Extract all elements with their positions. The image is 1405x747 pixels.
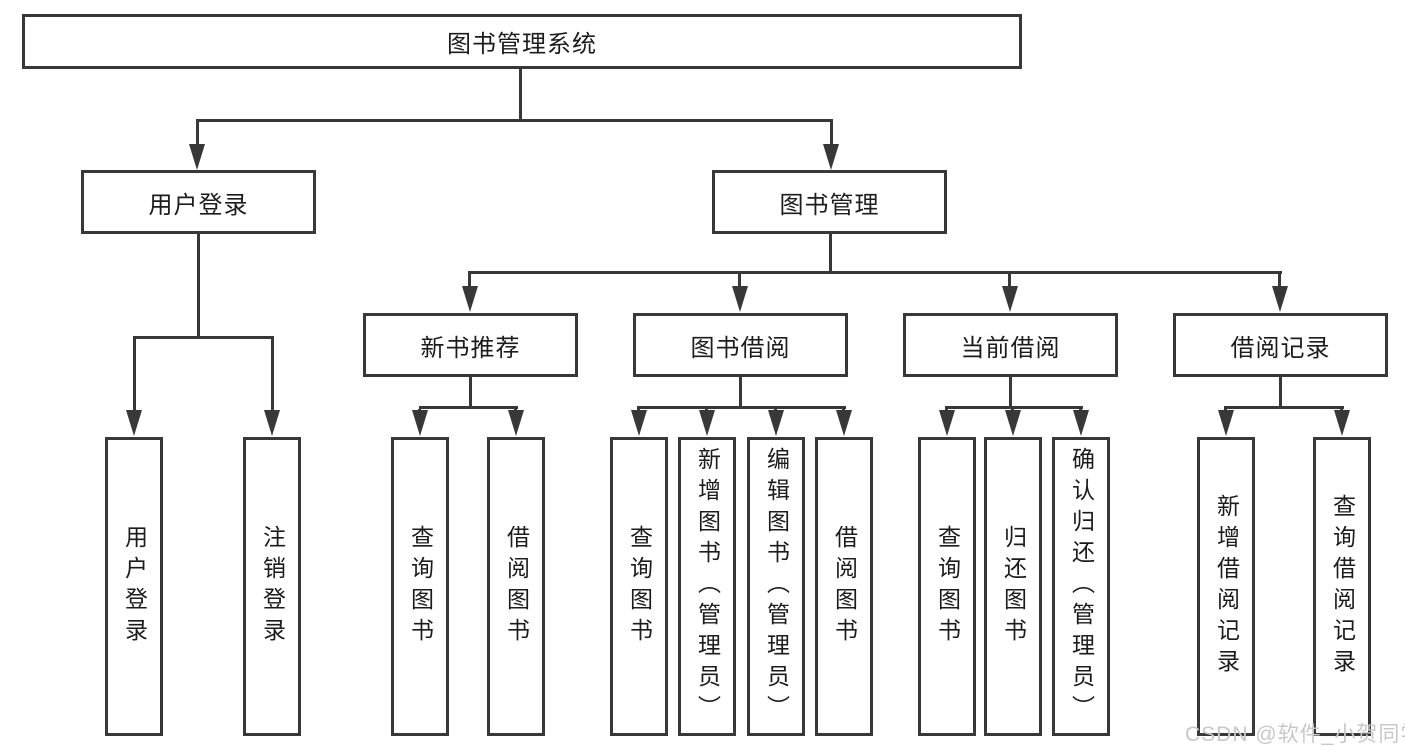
node-new-book-recommend: 新书推荐 xyxy=(363,313,578,377)
connector-line xyxy=(1008,274,1011,288)
connector-line xyxy=(1009,377,1012,407)
leaf-query-books-borrow: 查询图书 xyxy=(610,437,668,736)
leaf-query-borrow-record: 查询借阅记录 xyxy=(1313,437,1371,736)
connector-line xyxy=(738,274,741,288)
watermark: CSDN @软件_小贺同学 xyxy=(1185,723,1405,746)
connector-line xyxy=(829,234,832,272)
leaf-add-borrow-record: 新增借阅记录 xyxy=(1197,437,1255,736)
leaf-user-login: 用户登录 xyxy=(105,437,163,736)
connector-line xyxy=(196,119,833,122)
leaf-borrow-books: 借阅图书 xyxy=(815,437,873,736)
arrowhead-down xyxy=(732,286,748,312)
leaf-edit-book-admin: 编辑图书（管理员） xyxy=(747,437,805,736)
node-current-borrowing: 当前借阅 xyxy=(903,313,1118,377)
node-book-borrowing: 图书借阅 xyxy=(633,313,848,377)
connector-line xyxy=(1279,377,1282,407)
node-user-login: 用户登录 xyxy=(81,170,316,234)
connector-line xyxy=(469,377,472,407)
arrowhead-down xyxy=(1005,410,1021,436)
connector-line xyxy=(468,274,471,288)
connector-line xyxy=(133,336,274,339)
connector-line xyxy=(196,121,199,146)
leaf-return-books: 归还图书 xyxy=(984,437,1042,736)
node-book-management: 图书管理 xyxy=(712,170,947,234)
connector-line xyxy=(519,69,522,121)
node-borrowing-records: 借阅记录 xyxy=(1173,313,1388,377)
connector-line xyxy=(1224,406,1344,409)
arrowhead-down xyxy=(264,410,280,436)
connector-line xyxy=(197,234,200,337)
connector-line xyxy=(419,406,518,409)
connector-line xyxy=(1278,274,1281,288)
arrowhead-down xyxy=(631,410,647,436)
arrowhead-down xyxy=(462,286,478,312)
leaf-borrow-books-recommend: 借阅图书 xyxy=(487,437,545,736)
arrowhead-down xyxy=(768,410,784,436)
leaf-logout: 注销登录 xyxy=(243,437,301,736)
arrowhead-down xyxy=(189,144,205,170)
leaf-add-book-admin: 新增图书（管理员） xyxy=(678,437,736,736)
arrowhead-down xyxy=(1002,286,1018,312)
arrowhead-down xyxy=(1272,286,1288,312)
arrowhead-down xyxy=(1218,410,1234,436)
node-library-management-system: 图书管理系统 xyxy=(22,14,1022,69)
connector-line xyxy=(945,406,1083,409)
leaf-confirm-return-admin: 确认归还（管理员） xyxy=(1052,437,1110,736)
arrowhead-down xyxy=(412,410,428,436)
connector-line xyxy=(739,377,742,407)
leaf-query-books-current: 查询图书 xyxy=(918,437,976,736)
connector-line xyxy=(637,406,846,409)
arrowhead-down xyxy=(823,144,839,170)
arrowhead-down xyxy=(699,410,715,436)
connector-line xyxy=(830,121,833,146)
connector-line xyxy=(271,339,274,411)
arrowhead-down xyxy=(939,410,955,436)
arrowhead-down xyxy=(836,410,852,436)
connector-line xyxy=(133,339,136,411)
leaf-query-books-recommend: 查询图书 xyxy=(391,437,449,736)
arrowhead-down xyxy=(508,410,524,436)
arrowhead-down xyxy=(1073,410,1089,436)
arrowhead-down xyxy=(1334,410,1350,436)
connector-line xyxy=(468,271,1282,274)
arrowhead-down xyxy=(126,410,142,436)
